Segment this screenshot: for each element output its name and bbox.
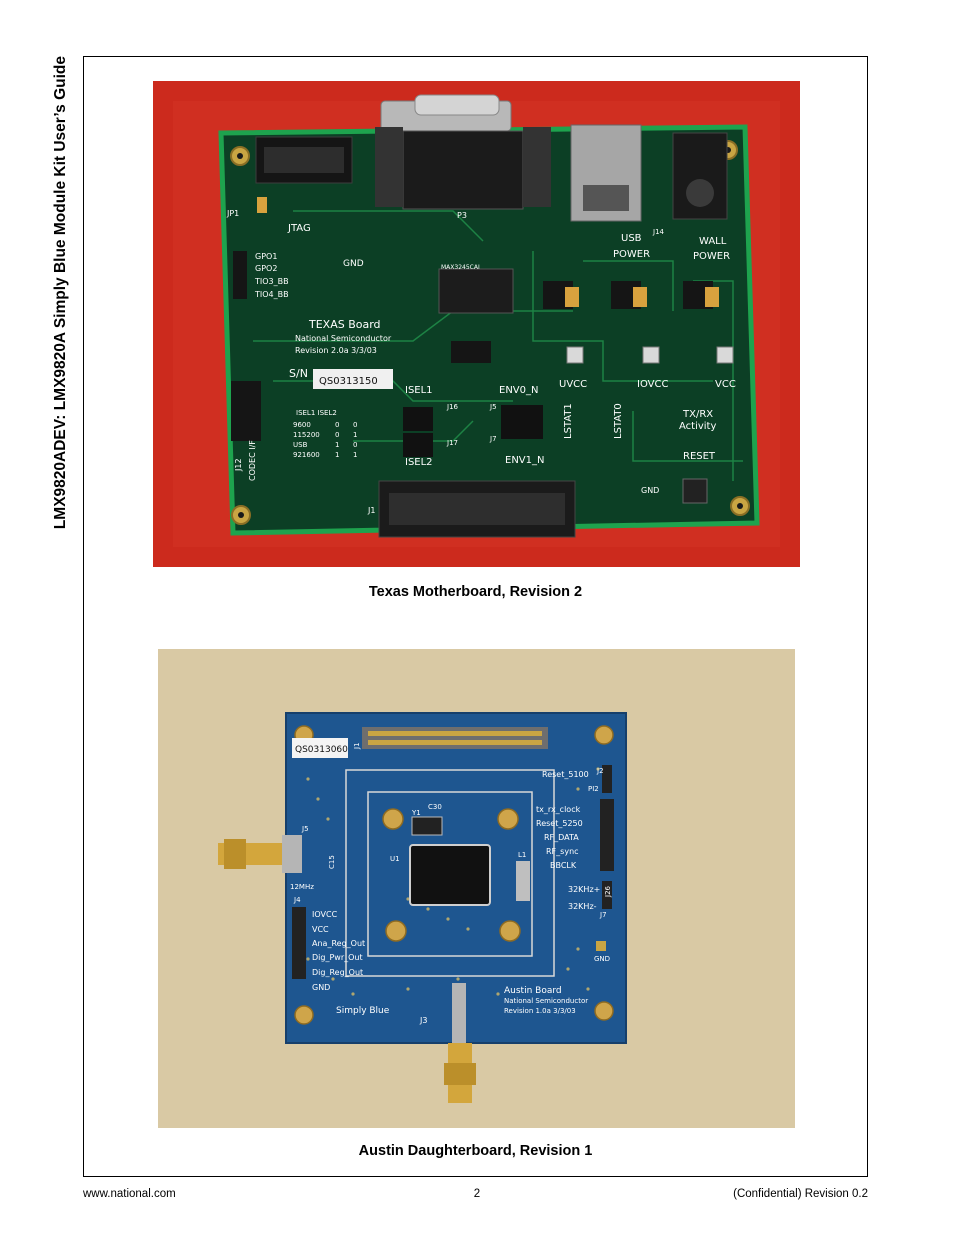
- austin-j2-label: J2: [596, 767, 604, 775]
- austin-j3-label: J3: [419, 1016, 427, 1025]
- austin-iovcc-label: IOVCC: [312, 910, 338, 919]
- austin-rf-sync: RF_sync: [546, 847, 579, 856]
- texas-serial: QS0313150: [319, 376, 378, 387]
- texas-uvcc-label: UVCC: [559, 379, 587, 390]
- texas-j12-label: J12: [234, 458, 243, 472]
- austin-c15-label: C15: [328, 855, 336, 869]
- texas-tio4-label: TIO4_BB: [254, 290, 289, 299]
- texas-board-name: TEXAS Board: [308, 318, 381, 331]
- texas-gpo2-label: GPO2: [255, 264, 277, 273]
- austin-dig-pwr-label: Dig_Pwr_Out: [312, 953, 363, 962]
- texas-table-head: ISEL1 ISEL2: [296, 409, 337, 417]
- texas-j16-label: J16: [446, 403, 459, 411]
- texas-gnd2-label: GND: [641, 486, 659, 495]
- texas-jtag-label: JTAG: [287, 223, 311, 234]
- texas-baud-b-2: 1: [353, 431, 357, 439]
- texas-gpo1-label: GPO1: [255, 252, 277, 261]
- austin-serial: QS0313060: [295, 745, 348, 755]
- austin-reset5100: Reset_5100: [542, 770, 589, 779]
- texas-revision: Revision 2.0a 3/3/03: [295, 346, 377, 355]
- texas-baud-b-3: 0: [353, 441, 357, 449]
- austin-revision: Revision 1.0a 3/3/03: [504, 1007, 576, 1015]
- footer-revision: (Confidential) Revision 0.2: [733, 1188, 868, 1200]
- texas-p3-label: P3: [457, 211, 467, 220]
- austin-u1-label: U1: [390, 855, 400, 863]
- texas-iovcc-label: IOVCC: [637, 379, 668, 390]
- texas-tio3-label: TIO3_BB: [254, 277, 289, 286]
- austin-dig-reg-label: Dig_Reg_Out: [312, 968, 363, 977]
- austin-ana-label: Ana_Reg_Out: [312, 939, 365, 948]
- page-frame: [83, 56, 868, 1177]
- austin-reset5250: Reset_5250: [536, 819, 583, 828]
- austin-maker: National Semiconductor: [504, 997, 588, 1005]
- austin-board-name: Austin Board: [504, 986, 562, 996]
- side-title: LMX9820ADEV: LMX9820A Simply Blue Module…: [36, 56, 86, 632]
- texas-isel2-label: ISEL2: [405, 457, 433, 468]
- texas-usb-power-label-2: POWER: [613, 249, 650, 260]
- texas-chip-label: MAX3245CAI: [441, 264, 480, 271]
- figure-caption-texas: Texas Motherboard, Revision 2: [368, 584, 583, 600]
- austin-rf-data: RF_DATA: [544, 833, 579, 842]
- texas-baud-a-4: 1: [335, 451, 339, 459]
- austin-12mhz-label: 12MHz: [290, 883, 314, 891]
- figure-caption-austin: Austin Daughterboard, Revision 1: [358, 1143, 593, 1159]
- austin-c30-label: C30: [428, 803, 442, 811]
- texas-j7-label: J7: [489, 435, 497, 443]
- austin-l1-label: L1: [518, 851, 526, 859]
- texas-wall-power-label-2: POWER: [693, 251, 730, 262]
- texas-j1-label: J1: [367, 506, 375, 515]
- texas-baud-rate-1: 9600: [293, 421, 311, 429]
- texas-baud-rate-3: USB: [293, 441, 308, 449]
- texas-gnd-label: GND: [343, 259, 364, 269]
- texas-maker: National Semiconductor: [295, 334, 392, 343]
- austin-32khz-plus: 32KHz+: [568, 885, 600, 894]
- texas-j17-label: J17: [446, 439, 458, 447]
- austin-pi2-label: PI2: [588, 785, 599, 793]
- texas-usb-power-label-1: USB: [621, 233, 642, 244]
- austin-txrx-clock: tx_rx_clock: [536, 805, 581, 814]
- texas-baud-a-1: 0: [335, 421, 339, 429]
- austin-j26-label: J26: [604, 885, 612, 898]
- austin-board-photo: QS0313060 J1 Reset_5100 J2 PI2 tx_rx_clo…: [158, 649, 795, 1128]
- texas-baud-a-2: 0: [335, 431, 339, 439]
- texas-env1-label: ENV1_N: [505, 455, 544, 466]
- texas-wall-power-label-1: WALL: [699, 236, 727, 247]
- texas-lstat0-label: LSTAT0: [613, 403, 624, 439]
- texas-baud-rate-2: 115200: [293, 431, 320, 439]
- texas-baud-a-3: 1: [335, 441, 339, 449]
- texas-j14-label: J14: [652, 228, 665, 236]
- texas-sn-label: S/N: [289, 367, 308, 380]
- austin-simply-blue: Simply Blue: [336, 1006, 390, 1016]
- footer-website: www.national.com: [83, 1188, 176, 1200]
- texas-baud-b-4: 1: [353, 451, 357, 459]
- texas-j5-label: J5: [489, 403, 497, 411]
- austin-bclk: BBCLK: [550, 861, 577, 870]
- austin-j5-label: J5: [301, 825, 309, 833]
- texas-baud-rate-4: 921600: [293, 451, 320, 459]
- austin-gnd-left: GND: [312, 983, 330, 992]
- footer-page-number: 2: [473, 1188, 481, 1200]
- side-title-text: LMX9820ADEV: LMX9820A Simply Blue Module…: [52, 56, 69, 530]
- texas-txrx-label-2: Activity: [679, 421, 716, 432]
- texas-jp1-label: JP1: [226, 209, 239, 218]
- austin-y1-label: Y1: [411, 809, 421, 817]
- austin-j4-label: J4: [293, 896, 301, 904]
- austin-j1-label: J1: [353, 742, 361, 750]
- texas-baud-b-1: 0: [353, 421, 357, 429]
- texas-env0-label: ENV0_N: [499, 385, 538, 396]
- texas-lstat1-label: LSTAT1: [563, 403, 574, 439]
- texas-vcc-label: VCC: [715, 379, 736, 390]
- texas-isel1-label: ISEL1: [405, 385, 433, 396]
- texas-codec-label: CODEC I/F: [248, 440, 257, 481]
- austin-gnd-right: GND: [594, 955, 610, 963]
- austin-vcc-label: VCC: [312, 925, 329, 934]
- austin-j7-label: J7: [599, 911, 607, 919]
- texas-txrx-label-1: TX/RX: [682, 409, 713, 420]
- texas-board-photo: JTAG JP1 P3 GND GPO1 GPO2 TIO3_BB TIO4_B…: [153, 81, 800, 567]
- texas-reset-label: RESET: [683, 451, 716, 462]
- austin-32khz-minus: 32KHz-: [568, 902, 597, 911]
